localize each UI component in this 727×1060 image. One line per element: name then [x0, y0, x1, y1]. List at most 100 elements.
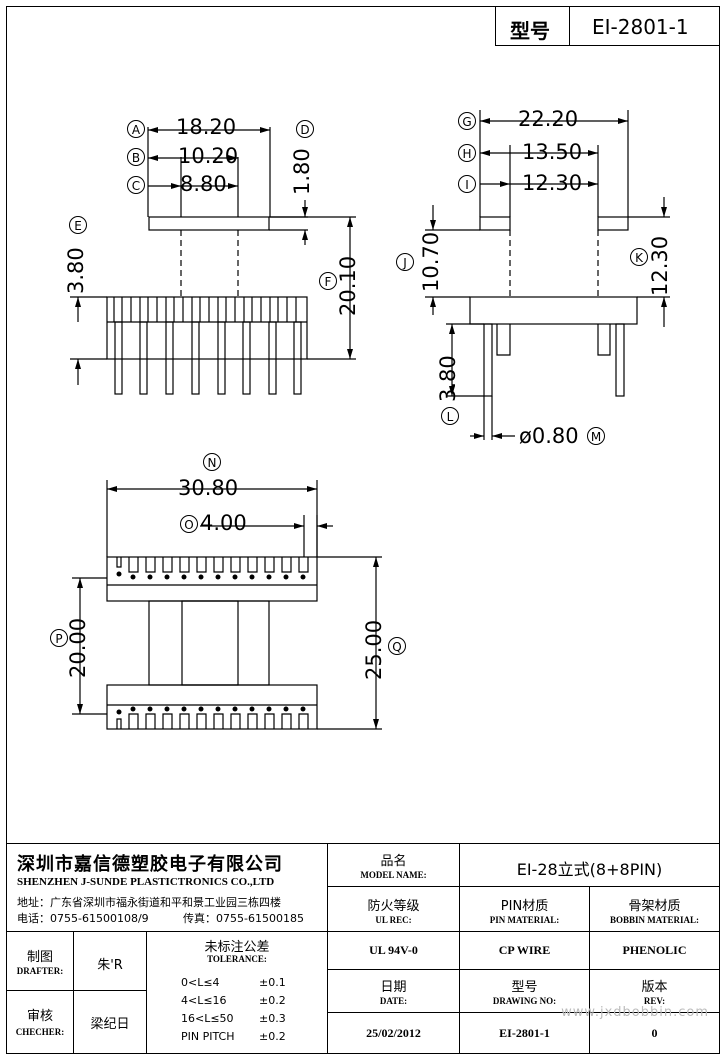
- company-phone: 电话：0755-61500108/9: [17, 912, 149, 925]
- type-label-cell: 型号: [495, 6, 570, 46]
- ul-rec-cn: 防火等级: [367, 899, 420, 914]
- company-block: 深圳市嘉信德塑胶电子有限公司 SHENZHEN J-SUNDE PLASTICT…: [6, 843, 328, 932]
- marker-l: L: [441, 407, 459, 425]
- tolerance-cn: 未标注公差: [204, 940, 270, 955]
- drawing-no-cn: 型号: [511, 980, 538, 995]
- marker-c: C: [127, 176, 145, 194]
- tolerance-range-0: 0<L≤4: [181, 976, 220, 989]
- dim-d: 1.80: [290, 148, 314, 195]
- v2-top-flange-right: [597, 216, 629, 231]
- model-name-label-cell: 品名 MODEL NAME:: [327, 843, 460, 887]
- ul-rec-value-cell: UL 94V-0: [327, 931, 460, 970]
- model-name-value: EI-28立式(8+8PIN): [516, 860, 663, 879]
- dim-h: 13.50: [522, 140, 583, 164]
- company-name-cn: 深圳市嘉信德塑胶电子有限公司: [17, 854, 283, 875]
- tolerance-range-1: 4<L≤16: [181, 994, 227, 1007]
- type-value: EI-2801-1: [592, 15, 689, 39]
- marker-b: B: [127, 148, 145, 166]
- tolerance-value-1: ±0.2: [259, 994, 286, 1007]
- drawing-no-en: DRAWING NO:: [492, 996, 557, 1006]
- watermark: www.jxdbobbin.com: [561, 1005, 709, 1020]
- dim-f: 20.10: [336, 255, 360, 316]
- date-value: 25/02/2012: [366, 1026, 421, 1040]
- checker-value: 梁纪日: [90, 1017, 130, 1032]
- v2-top-flange-left: [479, 216, 511, 231]
- v3-bottom-slots: [116, 713, 309, 729]
- v3-core-window: [148, 600, 270, 686]
- type-value-cell: EI-2801-1: [569, 6, 720, 46]
- ul-rec-label-cell: 防火等级 UL REC:: [327, 886, 460, 932]
- bobbin-material-label-cell: 骨架材质 BOBBIN MATERIAL:: [589, 886, 720, 932]
- ul-rec-value: UL 94V-0: [369, 943, 418, 957]
- marker-q: Q: [388, 637, 406, 655]
- type-label: 型号: [510, 19, 550, 43]
- dim-k: 12.30: [648, 235, 672, 296]
- date-cn: 日期: [380, 980, 407, 995]
- dim-m: ø0.80: [519, 424, 579, 448]
- v2-pin-right: [615, 323, 625, 397]
- v3-bottom-flange: [106, 684, 318, 730]
- tolerance-value-2: ±0.3: [259, 1012, 286, 1025]
- marker-n: N: [203, 453, 221, 471]
- drafter-en: DRAFTER:: [16, 966, 64, 976]
- company-name-en: SHENZHEN J-SUNDE PLASTICTRONICS CO.,LTD: [17, 876, 275, 888]
- tolerance-en: TOLERANCE:: [207, 954, 267, 964]
- marker-k: K: [630, 248, 648, 266]
- tolerance-cell: 未标注公差 TOLERANCE: 0<L≤4 ±0.1 4<L≤16 ±0.2 …: [146, 931, 328, 1054]
- bobbin-material-cn: 骨架材质: [628, 899, 681, 914]
- dim-i: 12.30: [522, 171, 583, 195]
- drafter-label-cell: 制图 DRAFTER:: [6, 931, 74, 991]
- company-address: 地址：广东省深圳市福永街道和平和景工业园三栋四楼: [17, 896, 281, 909]
- bobbin-material-value-cell: PHENOLIC: [589, 931, 720, 970]
- pin-material-value-cell: CP WIRE: [459, 931, 590, 970]
- dim-j: 10.70: [419, 231, 443, 292]
- model-name-value-cell: EI-28立式(8+8PIN): [459, 843, 720, 887]
- v1-bottom-flange: [106, 296, 308, 360]
- ul-rec-en: UL REC:: [375, 915, 412, 925]
- checker-value-cell: 梁纪日: [73, 990, 147, 1054]
- tolerance-range-2: 16<L≤50: [181, 1012, 234, 1025]
- drawing-no-value: EI-2801-1: [499, 1026, 550, 1040]
- dim-p: 20.00: [66, 617, 90, 678]
- v2-pin-left: [483, 323, 493, 397]
- pin-material-value: CP WIRE: [498, 943, 551, 957]
- dim-b: 10.20: [178, 144, 239, 168]
- company-fax: 传真：0755-61500185: [183, 912, 304, 925]
- tolerance-value-0: ±0.1: [259, 976, 286, 989]
- marker-m: M: [587, 427, 605, 445]
- v1-top-flange: [148, 216, 270, 231]
- pin-material-label-cell: PIN材质 PIN MATERIAL:: [459, 886, 590, 932]
- marker-i: I: [458, 175, 476, 193]
- v3-pin-holes: [116, 571, 306, 715]
- rev-value-cell: 0: [589, 1012, 720, 1054]
- marker-j: J: [396, 253, 414, 271]
- rev-value: 0: [651, 1026, 658, 1040]
- v1-pins: [114, 321, 302, 395]
- dim-c: 8.80: [180, 172, 227, 196]
- marker-h: H: [458, 144, 476, 162]
- dim-e: 3.80: [64, 247, 88, 294]
- marker-e: E: [69, 216, 87, 234]
- dim-g: 22.20: [518, 107, 579, 131]
- bobbin-material-value: PHENOLIC: [622, 943, 687, 957]
- dim-l: 3.80: [436, 355, 460, 402]
- tolerance-range-3: PIN PITCH: [181, 1030, 235, 1043]
- marker-a: A: [127, 120, 145, 138]
- marker-f: F: [319, 272, 337, 290]
- drafter-cn: 制图: [26, 950, 53, 965]
- bobbin-material-en: BOBBIN MATERIAL:: [609, 915, 700, 925]
- dim-n: 30.80: [178, 476, 239, 500]
- marker-g: G: [458, 112, 476, 130]
- drafter-value-cell: 朱'R: [73, 931, 147, 991]
- pin-material-en: PIN MATERIAL:: [489, 915, 560, 925]
- v2-base: [469, 296, 638, 325]
- marker-o: O: [180, 515, 198, 533]
- tolerance-value-3: ±0.2: [259, 1030, 286, 1043]
- model-name-cn: 品名: [380, 854, 407, 869]
- dim-q: 25.00: [362, 619, 386, 680]
- model-name-en: MODEL NAME:: [360, 870, 427, 880]
- date-value-cell: 25/02/2012: [327, 1012, 460, 1054]
- dim-o: 4.00: [200, 511, 247, 535]
- arrowheads: [75, 118, 667, 729]
- checker-label-cell: 审核 CHECHER:: [6, 990, 74, 1054]
